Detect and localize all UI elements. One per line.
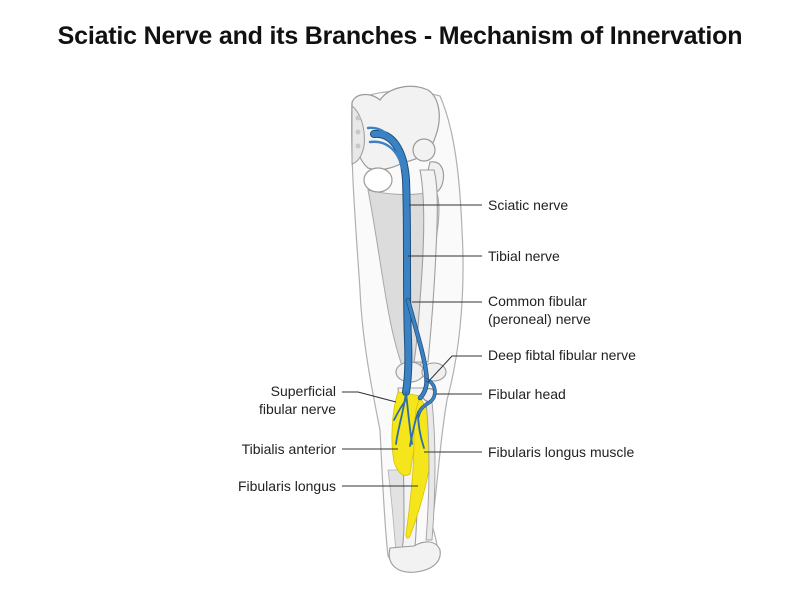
label-common-fibular-line1: Common fibular [488,293,587,309]
sacral-foramen [355,129,361,135]
label-superficial-fibular-nerve: Superficial fibular nerve [259,382,336,418]
sacral-foramen [355,143,361,149]
femoral-head [412,138,436,162]
femur-bone [413,169,438,363]
leader-deep-fibular [427,355,482,383]
deep-fibular-nerve [416,378,437,418]
label-common-fibular-line2: (peroneal) nerve [488,311,591,327]
label-superficial-line2: fibular nerve [258,401,336,417]
label-fibular-head: Fibular head [488,386,566,402]
label-tibial-nerve: Tibial nerve [488,248,560,264]
label-superficial-line1: Superficial [270,383,336,399]
fibula-bone [425,401,436,541]
sciatic-nerve [366,126,413,396]
label-fibularis-longus-muscle: Fibularis longus muscle [488,444,635,460]
label-sciatic-nerve: Sciatic nerve [488,197,569,213]
lower-leg-nerve-branches [393,391,425,449]
sacral-foramen [355,115,361,121]
sacrum-bone [351,104,365,165]
obturator-ring [363,167,393,193]
label-tibialis-anterior: Tibialis anterior [241,441,336,457]
label-deep-fibular-nerve: Deep fibtal fibular nerve [488,347,636,363]
leader-lines [342,204,482,487]
leader-superficial [342,391,397,403]
label-fibularis-longus: Fibularis longus [237,478,336,494]
foot-heel [388,541,441,573]
page-title: Sciatic Nerve and its Branches - Mechani… [57,22,743,50]
common-fibular-nerve [405,297,429,401]
label-common-fibular-nerve: Common fibular (peroneal) nerve [488,292,591,328]
